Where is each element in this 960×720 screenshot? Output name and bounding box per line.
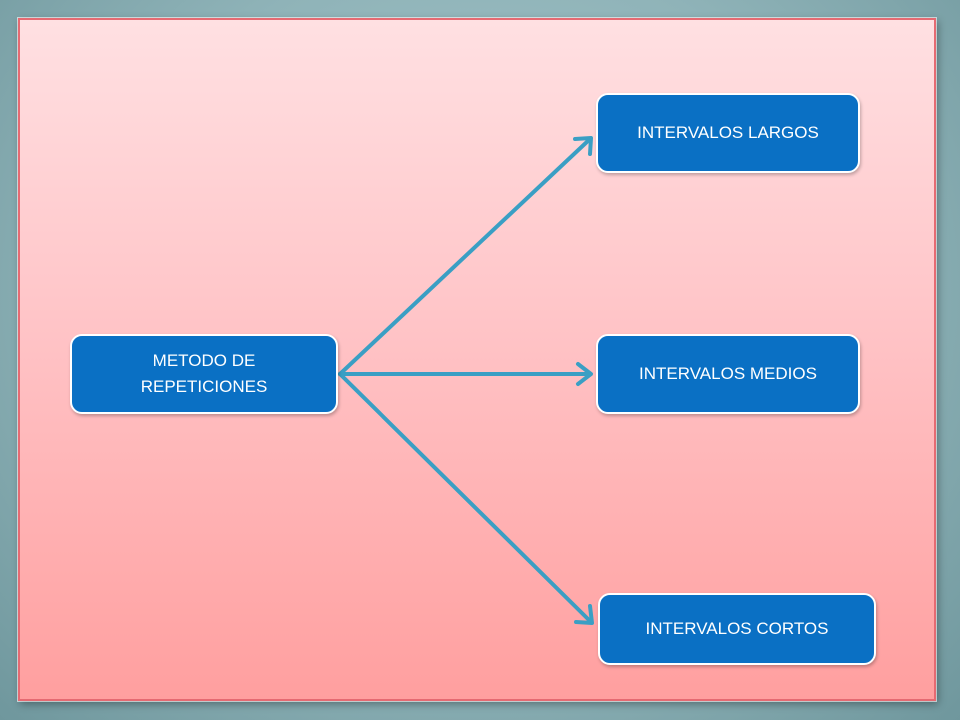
source-node: METODO DE REPETICIONES — [70, 334, 338, 414]
target-node-medios-label: INTERVALOS MEDIOS — [639, 364, 817, 383]
source-node-line-1: METODO DE — [152, 351, 256, 370]
target-node-cortos-label: INTERVALOS CORTOS — [645, 619, 829, 638]
source-node-line-2: REPETICIONES — [140, 377, 268, 396]
target-node-largos-label: INTERVALOS LARGOS — [637, 123, 819, 142]
target-node-medios: INTERVALOS MEDIOS — [596, 334, 860, 414]
target-node-largos: INTERVALOS LARGOS — [596, 93, 860, 173]
target-node-cortos: INTERVALOS CORTOS — [598, 593, 876, 665]
